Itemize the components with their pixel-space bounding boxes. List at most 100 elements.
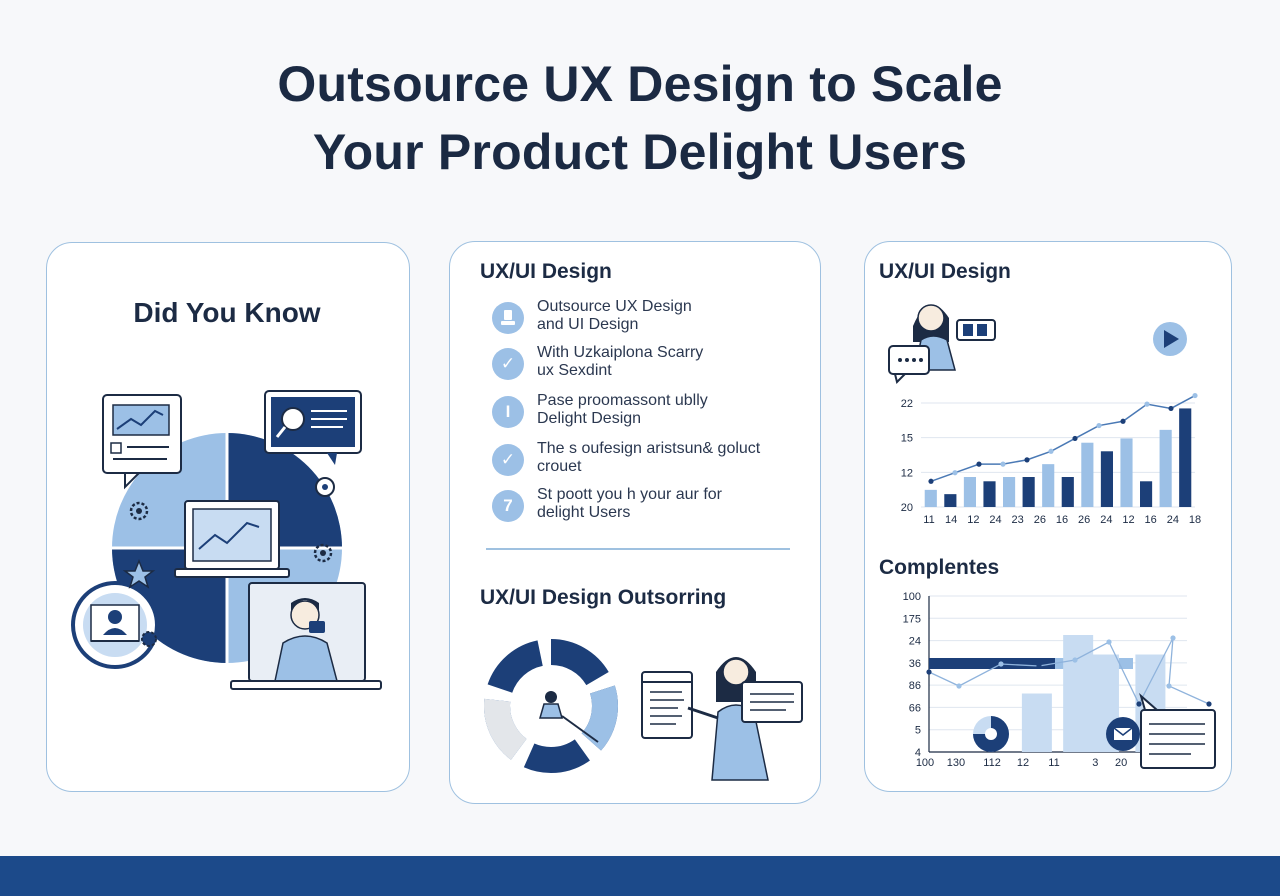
y-tick-label: 5 — [915, 725, 921, 737]
bar — [983, 481, 996, 507]
trend-point — [1144, 401, 1150, 407]
bar — [1021, 693, 1052, 752]
list-item-text: Pase proomassont ublly Delight Design — [537, 392, 708, 427]
did-you-know-illustration — [71, 390, 382, 690]
play-icon — [1153, 322, 1187, 356]
trend-point — [1192, 392, 1198, 399]
list-item-text: Outsource UX Design and UI Design — [537, 298, 692, 333]
trend-point — [1096, 422, 1102, 429]
y-tick-label: 66 — [909, 702, 921, 714]
did-you-know-heading: Did You Know — [133, 297, 321, 328]
trend-point — [1170, 635, 1176, 641]
mail-icon-flap — [1113, 727, 1133, 736]
mini-pie-hole — [985, 728, 997, 740]
gear-icon — [141, 631, 157, 647]
x-tick-label: 12 — [1122, 514, 1134, 526]
trend-point — [1166, 683, 1172, 689]
trend-point — [926, 669, 932, 675]
notification-card-icon — [956, 319, 996, 341]
trend-point — [998, 661, 1004, 667]
title-line-2: Your Product Delight Users — [312, 124, 968, 180]
y-tick-label: 36 — [909, 658, 921, 670]
info-icon: I — [492, 396, 524, 428]
title-line-1: Outsource UX Design to Scale — [277, 56, 1003, 112]
gear-icon — [129, 501, 149, 521]
location-pin-icon — [315, 477, 335, 497]
bar — [963, 477, 976, 507]
trend-point — [956, 683, 962, 689]
x-tick-label: 24 — [1100, 514, 1112, 526]
x-tick-label: 11 — [923, 514, 934, 526]
x-tick-label: 18 — [1189, 514, 1201, 526]
x-tick-label: 23 — [1012, 514, 1024, 526]
check-icon: ✓ — [492, 444, 524, 476]
list-item-text: The s oufesign aristsun& goluct crouet — [537, 440, 761, 475]
bar — [1140, 481, 1153, 507]
list-item-text: With Uzkaiplona Scarry ux Sexdint — [537, 344, 704, 379]
bar — [1061, 477, 1074, 507]
y-tick-label: 12 — [901, 467, 913, 479]
complentes-heading: Complentes — [879, 556, 1000, 579]
x-tick-label: 12 — [1017, 757, 1029, 769]
ux-ui-design-heading: UX/UI Design — [480, 260, 612, 283]
footer-bar — [0, 856, 1280, 896]
trend-point — [952, 470, 958, 476]
video-call-frame — [230, 582, 382, 690]
x-tick-label: 100 — [916, 757, 934, 769]
did-you-know-card: Did You Know — [46, 242, 410, 792]
trend-point — [928, 478, 934, 484]
trend-point — [1024, 457, 1030, 463]
list-item: 7 St poott you h your aur for delight Us… — [492, 486, 812, 526]
message-card-icon — [1140, 709, 1216, 769]
y-tick-label: 4 — [915, 747, 921, 759]
x-tick-label: 26 — [1078, 514, 1090, 526]
y-tick-label: 175 — [903, 613, 921, 625]
trend-point — [1120, 418, 1126, 424]
bar — [1120, 438, 1133, 507]
bar — [1159, 429, 1172, 507]
list-item: ✓ The s oufesign aristsun& goluct crouet — [492, 440, 812, 480]
bar — [1022, 477, 1035, 507]
x-tick-label: 24 — [1167, 514, 1179, 526]
x-tick-label: 130 — [947, 757, 965, 769]
x-tick-label: 3 — [1092, 757, 1098, 769]
trend-point — [1072, 657, 1078, 663]
avatar-badge — [71, 581, 159, 669]
chart-card-icon — [102, 394, 182, 490]
message-card-icon — [741, 681, 803, 723]
trend-point — [976, 461, 982, 467]
y-tick-label: 15 — [901, 433, 913, 445]
search-card-icon — [264, 390, 362, 465]
bar — [1100, 451, 1113, 507]
trend-point — [1168, 405, 1174, 412]
list-item-text: St poott you h your aur for delight User… — [537, 486, 722, 521]
bar — [1042, 464, 1055, 507]
check-icon: ✓ — [492, 348, 524, 380]
presenter-figure — [687, 657, 769, 781]
trend-line — [930, 394, 1196, 482]
x-tick-label: 11 — [1048, 757, 1059, 769]
section-divider — [486, 548, 790, 550]
star-icon — [122, 558, 156, 589]
trend-point — [1106, 639, 1112, 645]
list-item: I Pase proomassont ublly Delight Design — [492, 392, 812, 432]
y-tick-label: 24 — [909, 636, 921, 648]
message-card-tail — [1139, 693, 1160, 711]
y-tick-label: 86 — [909, 680, 921, 692]
pin-icon — [492, 302, 524, 334]
list-item: ✓ With Uzkaiplona Scarry ux Sexdint — [492, 344, 812, 384]
y-tick-label: 22 — [901, 398, 913, 410]
document-icon — [641, 671, 693, 739]
chat-bubble-icon — [888, 345, 930, 384]
x-tick-label: 16 — [1145, 514, 1157, 526]
x-tick-label: 112 — [983, 757, 1001, 769]
number-icon: 7 — [492, 490, 524, 522]
bar — [944, 494, 957, 507]
x-tick-label: 20 — [1115, 757, 1127, 769]
ux-ui-design-card: UX/UI Design Outsource UX Design and UI … — [449, 241, 821, 804]
page-title: Outsource UX Design to Scale Your Produc… — [0, 50, 1280, 186]
trend-line — [928, 637, 1210, 706]
